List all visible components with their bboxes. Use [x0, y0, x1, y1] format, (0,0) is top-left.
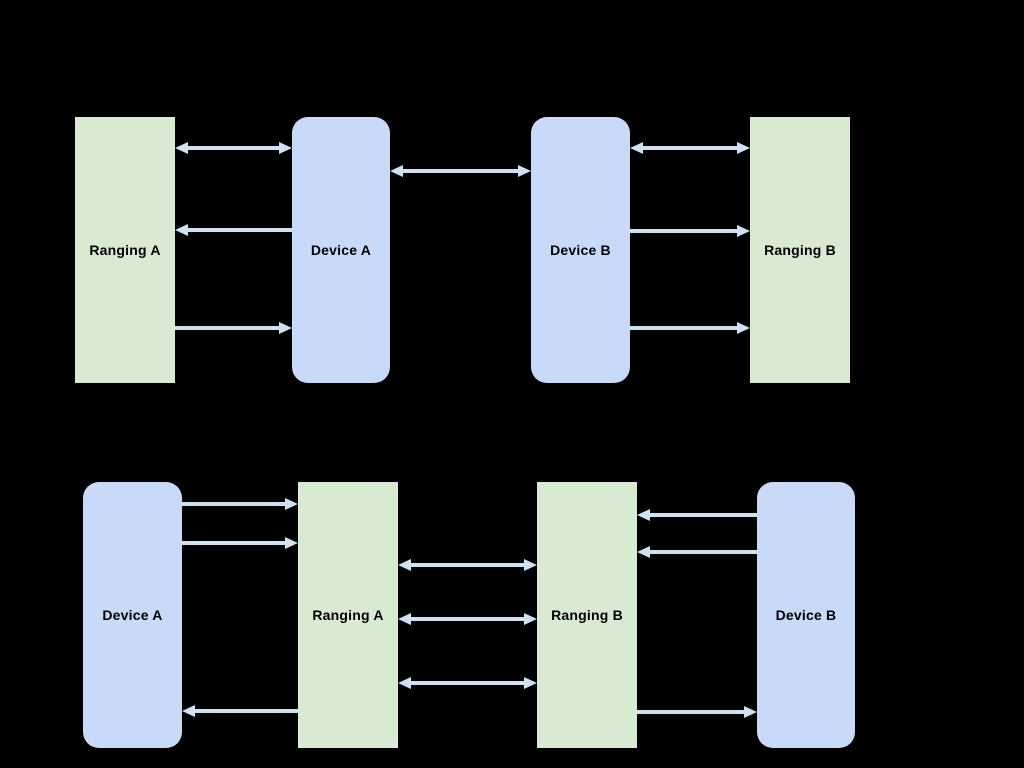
flow-arrow	[637, 546, 757, 558]
node-label: Device A	[310, 242, 372, 258]
node-bottom-ranging-a: Ranging A	[298, 482, 398, 748]
flow-arrow	[630, 225, 750, 237]
flow-arrow	[175, 322, 292, 334]
flow-arrow	[175, 142, 292, 154]
flow-arrow	[398, 613, 537, 625]
node-label: Device A	[102, 607, 163, 623]
node-bottom-device-a: Device A	[83, 482, 182, 748]
flow-arrow	[390, 165, 531, 177]
node-top-ranging-b: Ranging B	[750, 117, 850, 383]
flow-arrow	[182, 705, 298, 717]
node-label: Ranging A	[312, 607, 384, 623]
flow-arrow	[637, 509, 757, 521]
flow-arrow	[175, 224, 292, 236]
flow-arrow	[630, 322, 750, 334]
node-label: Ranging B	[551, 607, 623, 623]
node-top-ranging-a: Ranging A	[75, 117, 175, 383]
node-bottom-ranging-b: Ranging B	[537, 482, 637, 748]
flow-arrow	[398, 677, 537, 689]
node-label: Ranging A	[89, 242, 161, 258]
node-label: Ranging B	[764, 242, 836, 258]
flow-arrow	[182, 498, 298, 510]
node-top-device-b: Device B	[531, 117, 630, 383]
node-label: Device B	[550, 242, 611, 258]
flow-arrow	[398, 559, 537, 571]
flow-arrow	[630, 142, 750, 154]
node-label: Device B	[775, 607, 837, 623]
node-bottom-device-b: Device B	[757, 482, 855, 748]
flow-arrow	[182, 537, 298, 549]
node-top-device-a: Device A	[292, 117, 390, 383]
flow-arrow	[637, 706, 757, 718]
